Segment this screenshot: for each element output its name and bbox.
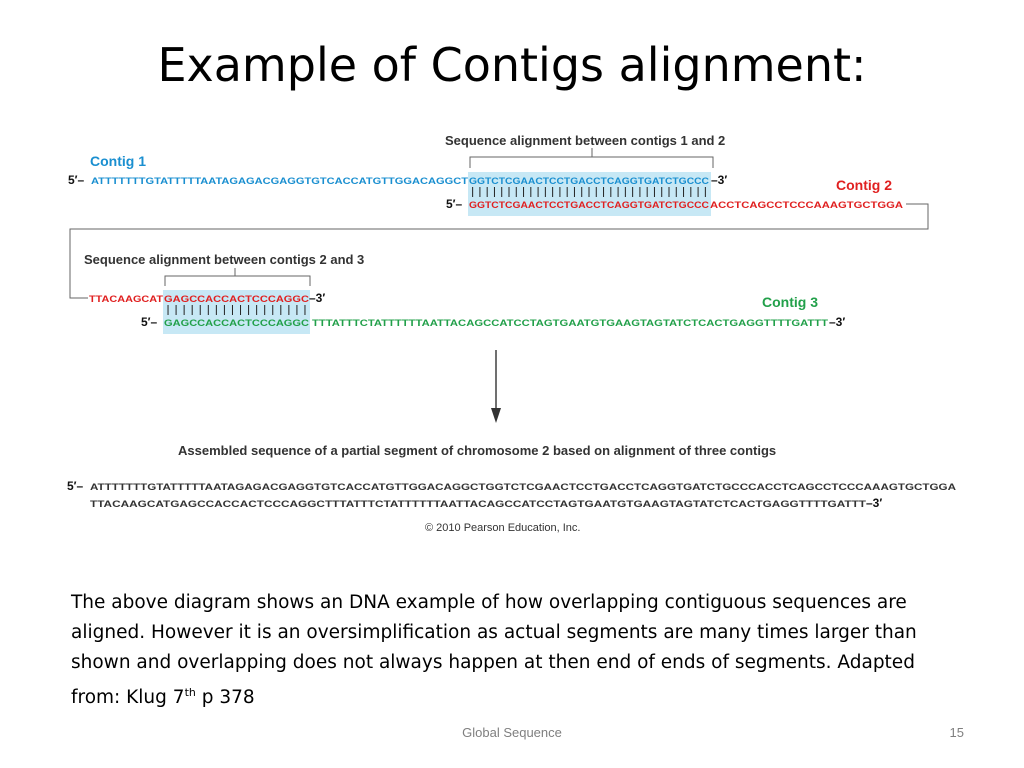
- contig2-label: Contig 2: [836, 177, 892, 193]
- contig1-label: Contig 1: [90, 153, 146, 169]
- caption-superscript: th: [184, 686, 196, 699]
- overlap-23-highlight: [163, 290, 310, 334]
- contig2-3prime: –3′: [309, 291, 325, 305]
- slide-caption: The above diagram shows an DNA example o…: [71, 588, 961, 713]
- pair-ticks-23: [167, 305, 306, 315]
- align23-bracket: [164, 268, 311, 286]
- assembled-3prime: –3′: [866, 496, 882, 510]
- caption-text: The above diagram shows an DNA example o…: [71, 592, 917, 709]
- contig2-tail-sequence: ACCTCAGCCTCCCAAAGTGCTGGA: [710, 200, 903, 211]
- contig3-tail-sequence: TTTATTTCTATTTTTTAATTACAGCCATCCTAGTGAATGT…: [312, 318, 828, 329]
- footer-text: Global Sequence: [462, 725, 562, 740]
- assembled-5prime: 5′–: [67, 479, 84, 493]
- contig1-5prime: 5′–: [68, 173, 85, 187]
- contig1-3prime: –3′: [711, 173, 727, 187]
- pair-ticks-12: [472, 187, 706, 197]
- wrap-connector: [69, 203, 929, 299]
- caption-tail: p 378: [195, 687, 255, 709]
- contig3-5prime: 5′–: [141, 315, 158, 329]
- contig2-5prime: 5′–: [446, 197, 463, 211]
- contig2-overlap23-sequence: GAGCCACCACTCCCAGGC: [164, 294, 309, 305]
- assembled-line1: ATTTTTTTGTATTTTTAATAGAGACGAGGTGTCACCATGT…: [90, 482, 956, 493]
- contig-alignment-diagram: Sequence alignment between contigs 1 and…: [67, 133, 956, 534]
- align23-label: Sequence alignment between contigs 2 and…: [84, 252, 364, 267]
- copyright-text: © 2010 Pearson Education, Inc.: [425, 522, 580, 534]
- page-number: 15: [949, 725, 964, 740]
- assembled-line2: TTACAAGCATGAGCCACCACTCCCAGGCTTTATTTCTATT…: [90, 499, 866, 510]
- contig1-sequence: ATTTTTTTGTATTTTTAATAGAGACGAGGTGTCACCATGT…: [91, 176, 468, 187]
- contig2-end-sequence: TTACAAGCAT: [89, 294, 163, 305]
- slide-title: Example of Contigs alignment:: [157, 38, 867, 92]
- overlap12-sequence: GGTCTCGAACTCCTGACCTCAGGTGATCTGCCC: [469, 176, 709, 187]
- align12-bracket: [469, 148, 714, 168]
- contig3-label: Contig 3: [762, 294, 818, 310]
- contig2-overlap-sequence: GGTCTCGAACTCCTGACCTCAGGTGATCTGCCC: [469, 200, 709, 211]
- assembled-label: Assembled sequence of a partial segment …: [178, 443, 776, 458]
- down-arrow-icon: [491, 408, 501, 423]
- align12-label: Sequence alignment between contigs 1 and…: [445, 133, 725, 148]
- contig3-overlap-sequence: GAGCCACCACTCCCAGGC: [164, 318, 309, 329]
- contig3-3prime: –3′: [829, 315, 845, 329]
